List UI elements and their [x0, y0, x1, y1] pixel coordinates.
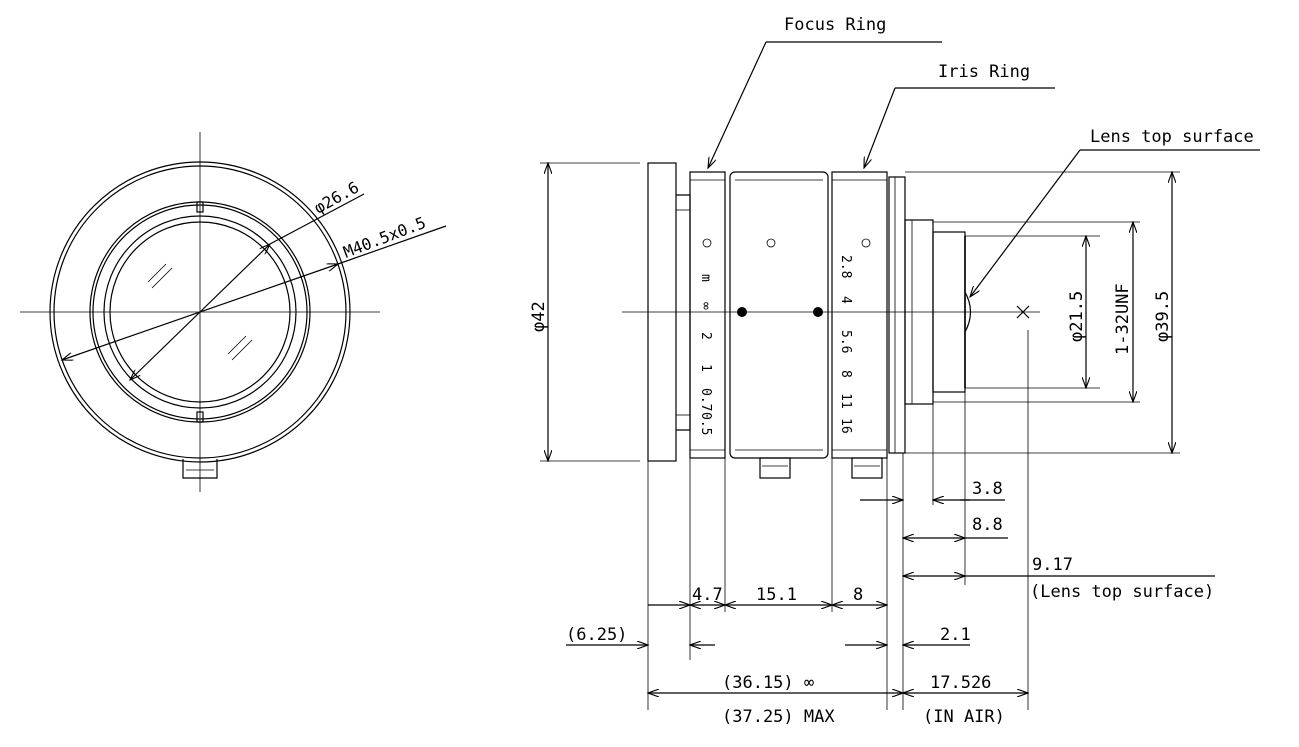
lens-top-surface-label: Lens top surface: [1090, 127, 1254, 147]
horizontal-dimensions: 3.8 8.8 9.17 (Lens top surface) 4.7 15.1…: [566, 479, 1215, 727]
inner-diameter-label: φ26.6: [311, 178, 362, 218]
focus-mark-2: 2: [698, 332, 713, 340]
dim-8: 8: [853, 585, 863, 605]
focus-mark-m: m: [698, 274, 713, 282]
dim-in-air: (IN AIR): [923, 707, 1005, 727]
focus-mark-0-7: 0.7: [698, 388, 713, 411]
focus-mark-1: 1: [698, 364, 713, 372]
iris-mark-5-6: 5.6: [838, 330, 853, 353]
dim-4-7: 4.7: [692, 585, 723, 605]
dim-6-25: (6.25): [566, 625, 627, 645]
callouts: Focus Ring Iris Ring Lens top surface: [708, 15, 1260, 297]
dim-2-1: 2.1: [940, 625, 971, 645]
iris-mark-4: 4: [838, 296, 853, 304]
iris-mark-11: 11: [838, 393, 853, 409]
focus-mark-0-5: 0.5: [698, 412, 713, 435]
focus-mark-inf: ∞: [698, 302, 713, 310]
dim-3-8: 3.8: [972, 479, 1003, 499]
dim-15-1: 15.1: [756, 585, 797, 605]
outer-diameter-label: φ42: [529, 301, 549, 332]
dim-9-17: 9.17: [1032, 555, 1073, 575]
dim-9-17-note: (Lens top surface): [1030, 582, 1214, 602]
iris-ring-label: Iris Ring: [938, 62, 1030, 82]
iris-scale: 2.8 4 5.6 8 11 16: [838, 255, 853, 434]
dim-8-8: 8.8: [972, 515, 1003, 535]
iris-mark-2-8: 2.8: [838, 255, 853, 278]
dim-37-25: (37.25) MAX: [722, 707, 835, 727]
front-view: φ26.6 M40.5x0.5: [20, 132, 447, 492]
iris-mark-8: 8: [838, 370, 853, 378]
vertical-dimensions: φ42 φ39.5 φ21.5 1-32UNF: [529, 163, 1180, 461]
side-view: [622, 162, 1040, 479]
dim-17-526: 17.526: [930, 673, 991, 693]
focus-ring-label: Focus Ring: [784, 15, 886, 35]
dim-36-15: (36.15) ∞: [722, 673, 814, 693]
extension-lines: [647, 330, 1029, 710]
rear-diameter-label: φ21.5: [1067, 291, 1087, 342]
focus-scale: m ∞ 2 1 0.7 0.5: [698, 274, 713, 435]
mount-thread-label: 1-32UNF: [1113, 283, 1133, 355]
iris-mark-16: 16: [838, 418, 853, 434]
body-diameter-label: φ39.5: [1153, 291, 1173, 342]
